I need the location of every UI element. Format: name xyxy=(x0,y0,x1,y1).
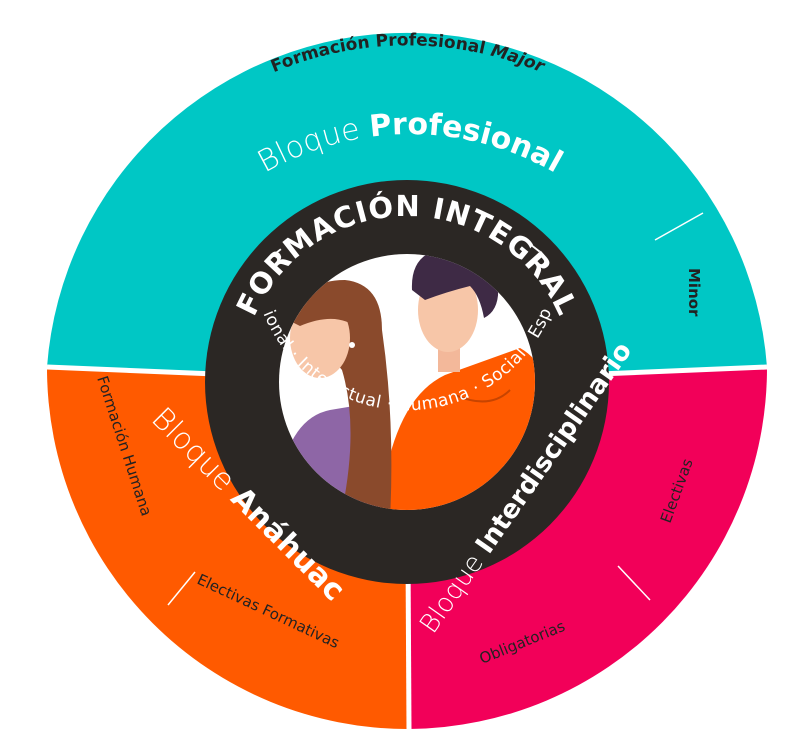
divider-profesional xyxy=(654,212,704,241)
profesional-minor-label: Minor xyxy=(685,268,703,317)
divider-anahuac xyxy=(167,571,196,606)
divider-interdisciplinario xyxy=(617,565,651,601)
dimension-separator: · xyxy=(380,393,394,414)
